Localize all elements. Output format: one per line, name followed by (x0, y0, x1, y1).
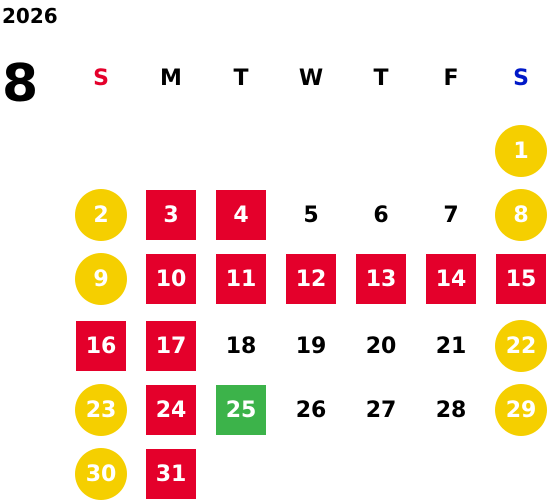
calendar-day[interactable]: 17 (146, 321, 196, 371)
calendar-day[interactable]: 20 (365, 333, 397, 359)
weekday-header: S (513, 66, 529, 91)
weekday-header: T (233, 66, 249, 91)
calendar-month: 8 (2, 54, 39, 114)
calendar-day[interactable]: 4 (216, 190, 266, 240)
calendar-day[interactable]: 23 (75, 384, 127, 436)
calendar-day[interactable]: 7 (443, 202, 459, 228)
calendar-day[interactable]: 31 (146, 449, 196, 499)
calendar-day[interactable]: 24 (146, 385, 196, 435)
calendar-day[interactable]: 5 (303, 202, 319, 228)
calendar-day[interactable]: 16 (76, 321, 126, 371)
calendar-day[interactable]: 3 (146, 190, 196, 240)
calendar-year: 2026 (2, 4, 58, 28)
calendar-day[interactable]: 9 (75, 253, 127, 305)
calendar-day[interactable]: 18 (225, 333, 257, 359)
weekday-header: T (373, 66, 389, 91)
calendar-day[interactable]: 10 (146, 254, 196, 304)
calendar-day[interactable]: 27 (365, 397, 397, 423)
calendar-day[interactable]: 29 (495, 384, 547, 436)
calendar-day[interactable]: 22 (495, 320, 547, 372)
calendar-day[interactable]: 30 (75, 448, 127, 500)
calendar-day[interactable]: 11 (216, 254, 266, 304)
calendar-day[interactable]: 21 (435, 333, 467, 359)
calendar-day[interactable]: 2 (75, 189, 127, 241)
calendar-day[interactable]: 12 (286, 254, 336, 304)
calendar-day[interactable]: 26 (295, 397, 327, 423)
calendar-day[interactable]: 28 (435, 397, 467, 423)
calendar-day[interactable]: 1 (495, 125, 547, 177)
weekday-header: M (160, 66, 182, 91)
calendar-day[interactable]: 8 (495, 189, 547, 241)
calendar-day[interactable]: 15 (496, 254, 546, 304)
calendar-day[interactable]: 25 (216, 385, 266, 435)
weekday-header: W (298, 66, 324, 91)
weekday-header: F (443, 66, 459, 91)
calendar-day[interactable]: 13 (356, 254, 406, 304)
calendar-day[interactable]: 19 (295, 333, 327, 359)
calendar-day[interactable]: 6 (373, 202, 389, 228)
weekday-header: S (93, 66, 109, 91)
calendar-day[interactable]: 14 (426, 254, 476, 304)
